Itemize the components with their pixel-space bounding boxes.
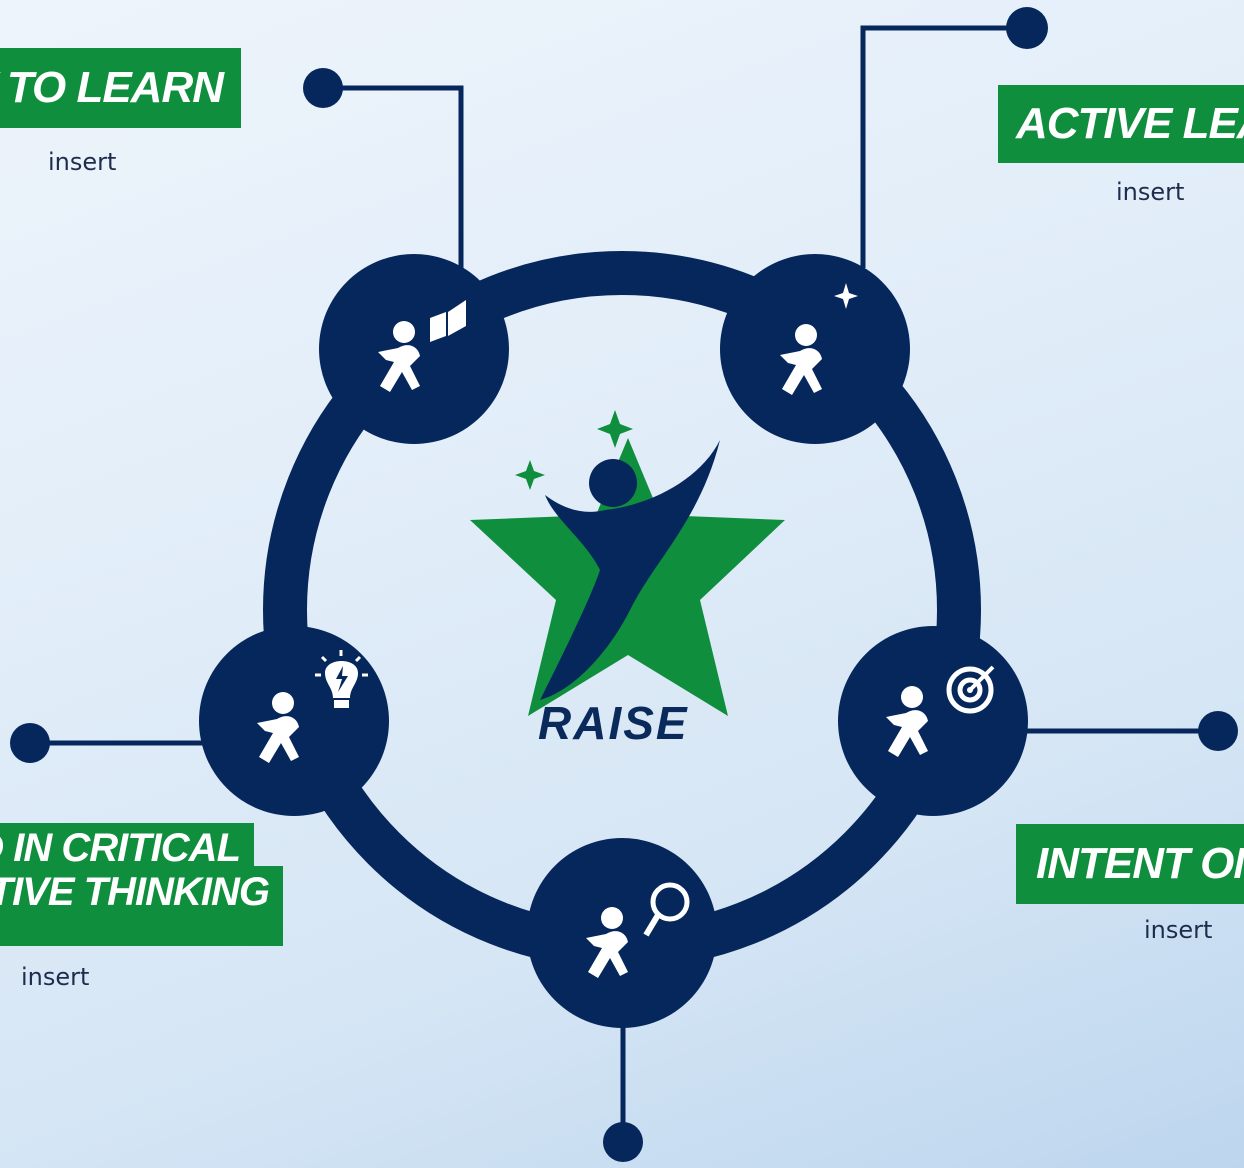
connector-lines	[30, 25, 1218, 1142]
label-active-learning: ACTIVE LEARN	[998, 85, 1244, 163]
label-critical-creative-thinking-line2: EATIVE THINKING	[0, 866, 283, 946]
book-icon	[430, 300, 466, 342]
sparkle-icon	[834, 283, 858, 309]
node-critical-creative-thinking	[199, 626, 389, 816]
sparkle-icon	[597, 410, 633, 448]
logo-text: RAISE	[538, 697, 689, 749]
sparkle-icon	[515, 460, 545, 490]
label-ready-to-learn: ADY TO LEARN	[0, 48, 241, 128]
label-intent-on-success: INTENT ON S	[1016, 824, 1244, 904]
lightbulb-icon	[315, 650, 368, 708]
connector-dots	[10, 7, 1238, 1162]
connector-dot	[1198, 711, 1238, 751]
logo-swoosh	[540, 440, 720, 700]
node-ready-to-learn	[319, 254, 509, 444]
magnifier-icon	[643, 882, 690, 937]
active-learning-body: insert	[1116, 178, 1185, 206]
connector-dot	[10, 723, 50, 763]
ready-to-learn-body: insert	[48, 148, 117, 176]
label-critical-creative-thinking: ED IN CRITICAL	[0, 823, 254, 873]
connector-dot	[303, 68, 343, 108]
connector-dot	[1006, 7, 1048, 49]
intent-on-success-body: insert	[1144, 916, 1213, 944]
node-active-learning	[720, 254, 910, 444]
logo-head	[589, 459, 637, 507]
connector-dot	[603, 1122, 643, 1162]
target-icon	[946, 665, 995, 714]
node-inquiry	[527, 838, 717, 1028]
raise-logo	[470, 410, 785, 716]
critical-creative-thinking-body: insert	[21, 963, 90, 991]
node-intent-on-success	[838, 626, 1028, 816]
